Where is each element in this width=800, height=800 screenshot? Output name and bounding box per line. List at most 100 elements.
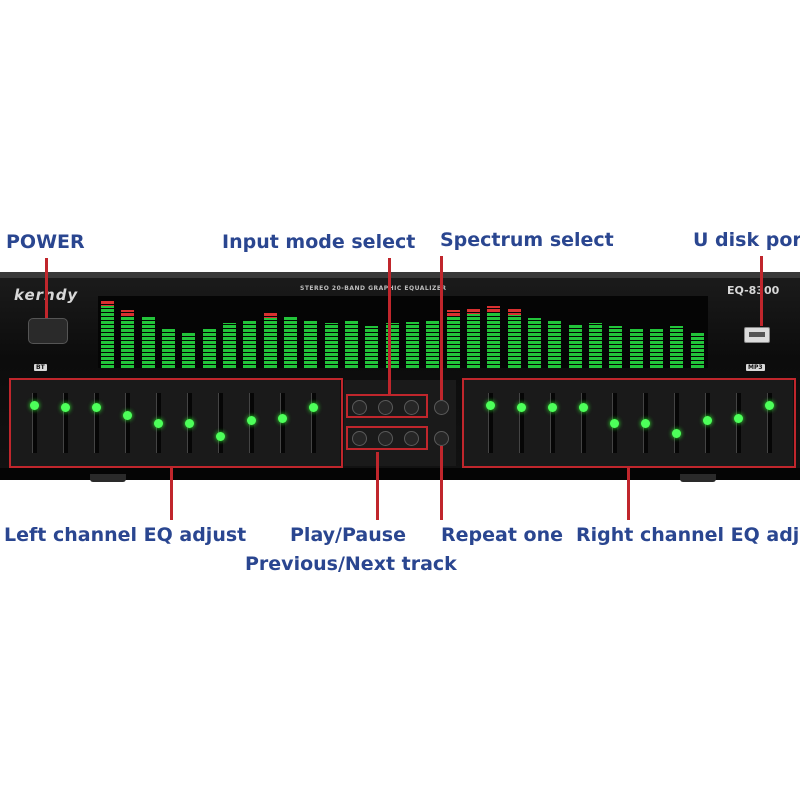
repeat-one-button[interactable] bbox=[434, 431, 449, 446]
spectrum-bar bbox=[589, 323, 602, 368]
spectrum-bar bbox=[243, 320, 256, 368]
left-eq-slider[interactable] bbox=[63, 393, 68, 453]
left-eq-slider-knob[interactable] bbox=[30, 401, 39, 410]
right-eq-highlight bbox=[462, 378, 796, 468]
spectrum-bar bbox=[101, 300, 114, 368]
left-eq-slider-knob[interactable] bbox=[278, 414, 287, 423]
right-eq-slider-knob[interactable] bbox=[641, 419, 650, 428]
next-track-button[interactable] bbox=[404, 431, 419, 446]
right-eq-slider[interactable] bbox=[488, 393, 493, 453]
spectrum-bar bbox=[182, 332, 195, 368]
left-eq-slider-knob[interactable] bbox=[216, 432, 225, 441]
left-eq-slider[interactable] bbox=[125, 393, 130, 453]
right-eq-slider-knob[interactable] bbox=[579, 403, 588, 412]
spectrum-bar bbox=[223, 323, 236, 368]
right-eq-slider-knob[interactable] bbox=[734, 414, 743, 423]
spectrum-bar bbox=[569, 325, 582, 368]
spectrum-bar bbox=[142, 316, 155, 368]
input-mode-button-3[interactable] bbox=[404, 400, 419, 415]
usb-port[interactable] bbox=[744, 327, 770, 343]
right-eq-slider[interactable] bbox=[550, 393, 555, 453]
previous-track-button[interactable] bbox=[352, 431, 367, 446]
callout-repeat-one: Repeat one bbox=[441, 524, 563, 546]
right-eq-slider[interactable] bbox=[674, 393, 679, 453]
device-top-edge bbox=[0, 272, 800, 280]
left-eq-slider[interactable] bbox=[218, 393, 223, 453]
left-eq-slider-knob[interactable] bbox=[123, 411, 132, 420]
callout-right-channel-eq: Right channel EQ adjust bbox=[576, 524, 800, 546]
mp3-tag: MP3 bbox=[746, 364, 765, 371]
spectrum-bar bbox=[467, 308, 480, 368]
left-eq-slider[interactable] bbox=[94, 393, 99, 453]
input-mode-highlight bbox=[346, 394, 428, 418]
device-subtitle: STEREO 20-BAND GRAPHIC EQUALIZER bbox=[300, 285, 447, 292]
spectrum-bar bbox=[508, 309, 521, 368]
spectrum-bar bbox=[426, 320, 439, 368]
spectrum-bar bbox=[630, 328, 643, 368]
device-bottom-edge bbox=[0, 468, 800, 480]
left-eq-slider-knob[interactable] bbox=[154, 419, 163, 428]
callout-play-pause: Play/Pause bbox=[290, 524, 406, 546]
spectrum-bar bbox=[406, 322, 419, 368]
right-eq-slider[interactable] bbox=[519, 393, 524, 453]
callout-udisk-port: U disk port bbox=[693, 229, 800, 251]
leader-left-eq bbox=[170, 468, 173, 520]
leader-power bbox=[45, 258, 48, 318]
left-eq-slider-knob[interactable] bbox=[61, 403, 70, 412]
right-eq-slider-knob[interactable] bbox=[672, 429, 681, 438]
spectrum-bar bbox=[284, 316, 297, 368]
leader-play-pause bbox=[376, 452, 379, 520]
spectrum-bar bbox=[548, 320, 561, 368]
leader-right-eq bbox=[627, 468, 630, 520]
input-mode-button-1[interactable] bbox=[352, 400, 367, 415]
spectrum-bar bbox=[304, 320, 317, 368]
right-eq-slider[interactable] bbox=[581, 393, 586, 453]
leader-spectrum bbox=[440, 256, 443, 400]
left-eq-slider[interactable] bbox=[280, 393, 285, 453]
left-eq-slider-knob[interactable] bbox=[185, 419, 194, 428]
left-eq-slider-knob[interactable] bbox=[309, 403, 318, 412]
usb-slot bbox=[749, 332, 765, 337]
play-pause-button[interactable] bbox=[378, 431, 393, 446]
right-eq-slider[interactable] bbox=[767, 393, 772, 453]
device-foot-right bbox=[680, 474, 716, 482]
spectrum-select-button[interactable] bbox=[434, 400, 449, 415]
spectrum-bar bbox=[264, 312, 277, 368]
spectrum-display bbox=[98, 296, 708, 368]
spectrum-bar bbox=[203, 328, 216, 368]
left-eq-slider[interactable] bbox=[32, 393, 37, 453]
right-eq-slider-knob[interactable] bbox=[610, 419, 619, 428]
spectrum-bar bbox=[670, 326, 683, 368]
right-eq-slider-knob[interactable] bbox=[517, 403, 526, 412]
left-eq-highlight bbox=[9, 378, 343, 468]
device-foot-left bbox=[90, 474, 126, 482]
leader-input-mode bbox=[388, 258, 391, 394]
spectrum-bar bbox=[162, 328, 175, 368]
right-eq-slider-knob[interactable] bbox=[703, 416, 712, 425]
right-eq-slider-knob[interactable] bbox=[548, 403, 557, 412]
input-mode-button-2[interactable] bbox=[378, 400, 393, 415]
callout-left-channel-eq: Left channel EQ adjust bbox=[4, 524, 247, 546]
playback-highlight bbox=[346, 426, 428, 450]
spectrum-bar bbox=[691, 332, 704, 368]
leader-repeat-one bbox=[440, 446, 443, 520]
spectrum-bar bbox=[609, 326, 622, 368]
model-number: EQ-8300 bbox=[727, 284, 780, 297]
left-eq-slider[interactable] bbox=[311, 393, 316, 453]
spectrum-bar bbox=[447, 310, 460, 368]
spectrum-bar bbox=[345, 320, 358, 368]
left-eq-slider-knob[interactable] bbox=[247, 416, 256, 425]
leader-udisk bbox=[760, 256, 763, 326]
left-eq-slider-knob[interactable] bbox=[92, 403, 101, 412]
spectrum-bar bbox=[325, 323, 338, 368]
right-eq-slider[interactable] bbox=[736, 393, 741, 453]
callout-power: POWER bbox=[6, 231, 85, 253]
right-eq-slider-knob[interactable] bbox=[765, 401, 774, 410]
spectrum-bar bbox=[121, 310, 134, 368]
spectrum-bar bbox=[365, 326, 378, 368]
callout-spectrum-select: Spectrum select bbox=[440, 229, 614, 251]
power-button[interactable] bbox=[28, 318, 68, 344]
spectrum-bar bbox=[528, 318, 541, 368]
right-eq-slider-knob[interactable] bbox=[486, 401, 495, 410]
spectrum-bar bbox=[650, 328, 663, 368]
